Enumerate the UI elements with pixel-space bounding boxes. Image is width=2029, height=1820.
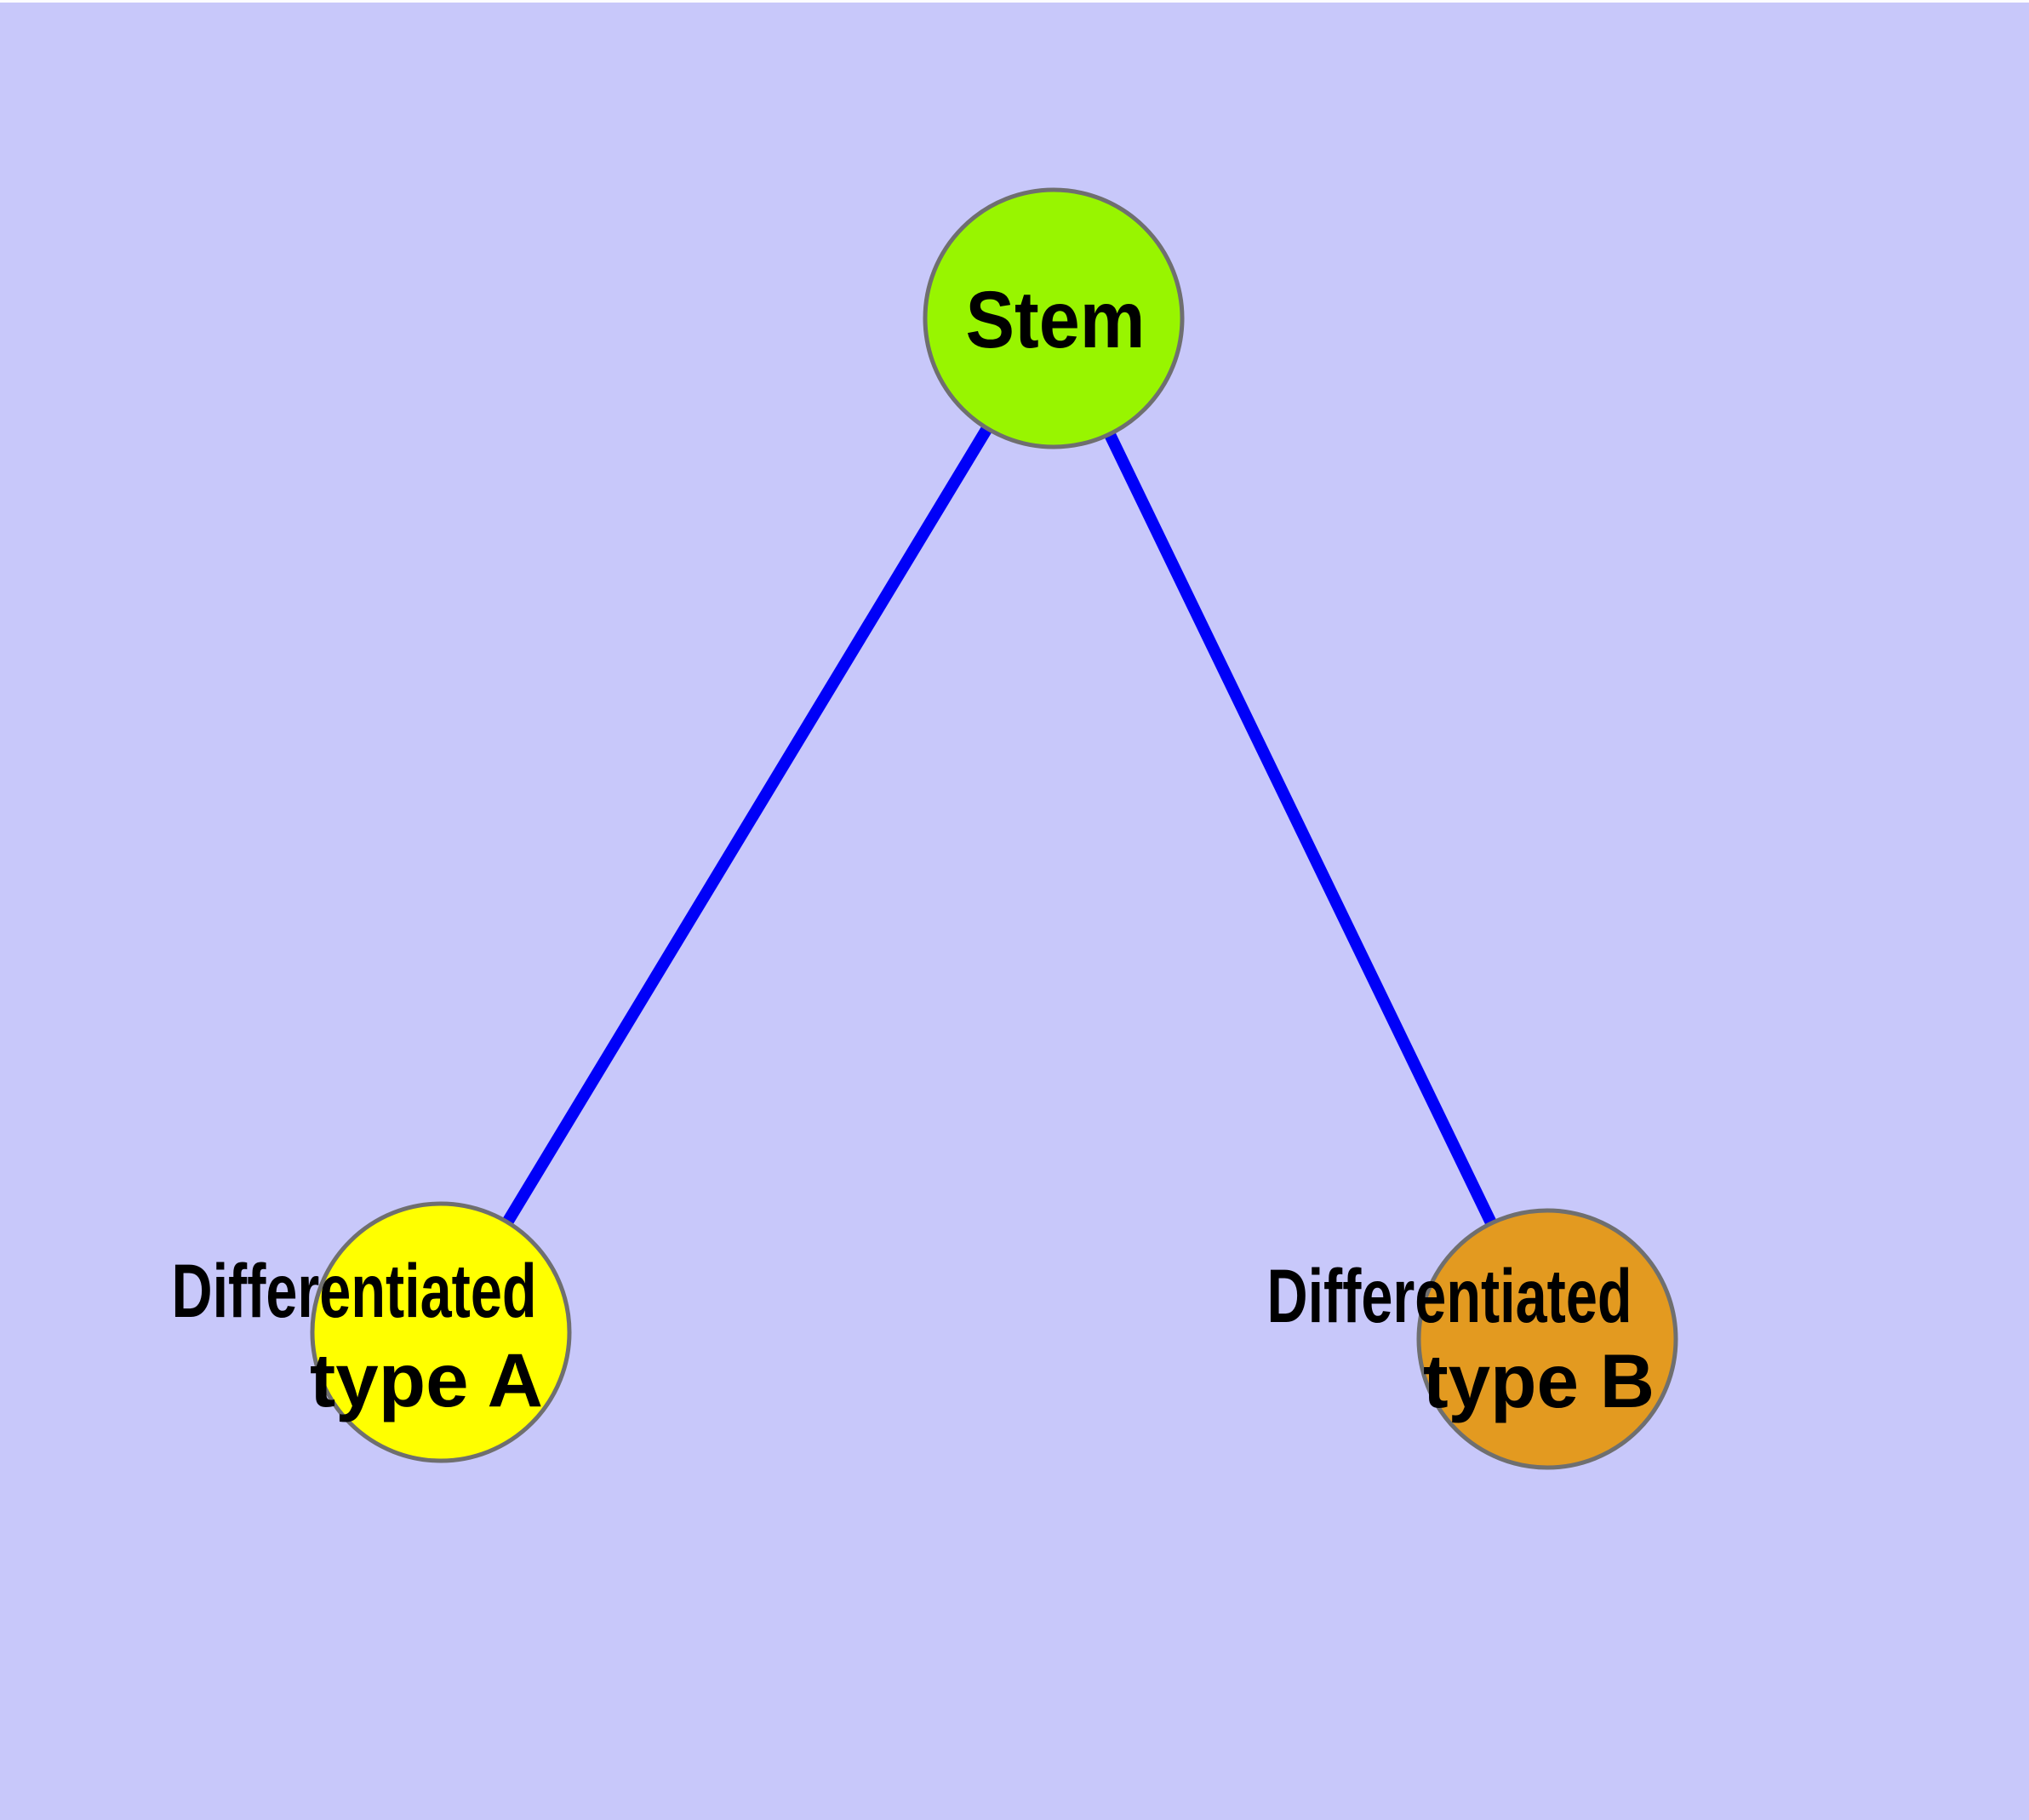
node-type-a-label-line2: type A [310,1337,543,1422]
node-type-a-label-line1: Differentiated [172,1248,537,1333]
node-stem-label: Stem [966,275,1146,365]
graph-nodes [310,187,1678,1470]
node-labels: Stem Differentiated type A Differentiate… [172,275,1655,1423]
edge-stem-to-type-b [1048,315,1553,1342]
edge-stem-to-type-a [436,315,1059,1336]
node-type-b-label-line1: Differentiated [1267,1253,1632,1338]
top-margin-strip [0,0,2029,3]
node-type-b-label-line2: type B [1423,1338,1655,1423]
graph-edges [436,315,1553,1342]
node-type-a-circle [310,1201,572,1463]
node-stem-circle [923,187,1185,449]
node-type-b-circle [1416,1208,1678,1470]
